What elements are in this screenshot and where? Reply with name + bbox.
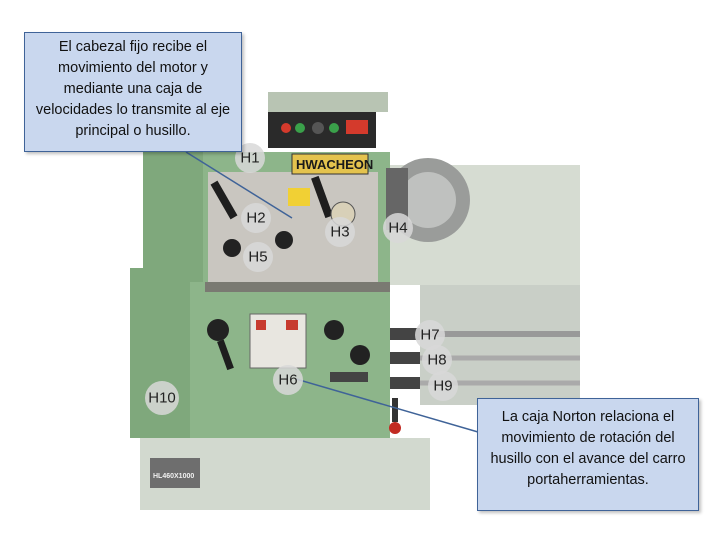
start-button-icon xyxy=(295,123,305,133)
chuck-face xyxy=(400,172,456,228)
label-h2: H2 xyxy=(241,203,271,233)
brand-name: HWACHEON xyxy=(296,157,373,172)
svg-text:H10: H10 xyxy=(148,390,176,407)
green-light-icon xyxy=(329,123,339,133)
shaft-h9 xyxy=(390,377,420,389)
stop-button-icon xyxy=(281,123,291,133)
model-plate-text: HL460X1000 xyxy=(153,473,194,480)
lever-h2a xyxy=(210,180,238,220)
svg-text:H9: H9 xyxy=(433,378,452,395)
label-h5: H5 xyxy=(243,242,273,272)
clutch-lever xyxy=(392,398,398,422)
svg-text:H1: H1 xyxy=(240,150,259,167)
shaft-h8 xyxy=(390,352,420,364)
top-cabinet xyxy=(268,92,388,112)
label-h9: H9 xyxy=(428,371,458,401)
label-h4: H4 xyxy=(383,213,413,243)
svg-text:H7: H7 xyxy=(420,327,439,344)
label-h10: H10 xyxy=(145,381,179,415)
chart-sticker-icon xyxy=(256,320,266,330)
warning-sticker xyxy=(288,188,310,206)
label-h8: H8 xyxy=(422,345,452,375)
svg-text:H4: H4 xyxy=(388,220,407,237)
knob-norton-1 xyxy=(207,319,229,341)
emergency-button-icon xyxy=(346,120,368,134)
lever-norton-1 xyxy=(217,339,234,371)
clutch-knob-icon xyxy=(389,422,401,434)
norton-callout: La caja Norton relaciona el movimiento d… xyxy=(477,398,699,511)
knob-h5a xyxy=(223,239,241,257)
svg-text:H3: H3 xyxy=(330,224,349,241)
svg-text:H2: H2 xyxy=(246,210,265,227)
leader-line-norton xyxy=(295,378,479,433)
label-h6: H6 xyxy=(273,365,303,395)
svg-text:H8: H8 xyxy=(427,352,446,369)
gearbox-lid xyxy=(205,282,390,292)
knob-norton-2 xyxy=(324,320,344,340)
shaft-h7 xyxy=(390,328,420,340)
selector-scale xyxy=(330,372,368,382)
chart-sticker-icon-2 xyxy=(286,320,298,330)
lever-h3 xyxy=(311,175,333,219)
brand-plate xyxy=(291,153,369,175)
label-h3: H3 xyxy=(325,217,355,247)
svg-text:H5: H5 xyxy=(248,249,267,266)
svg-text:H6: H6 xyxy=(278,372,297,389)
label-h1: H1 xyxy=(235,143,265,173)
label-h7: H7 xyxy=(415,320,445,350)
headstock-callout: El cabezal fijo recibe el movimiento del… xyxy=(24,32,242,152)
knob-h5b xyxy=(275,231,293,249)
knob-norton-3 xyxy=(350,345,370,365)
model-plate xyxy=(150,458,200,488)
selector-knob-icon xyxy=(312,122,324,134)
leader-line-headstock xyxy=(185,151,293,219)
